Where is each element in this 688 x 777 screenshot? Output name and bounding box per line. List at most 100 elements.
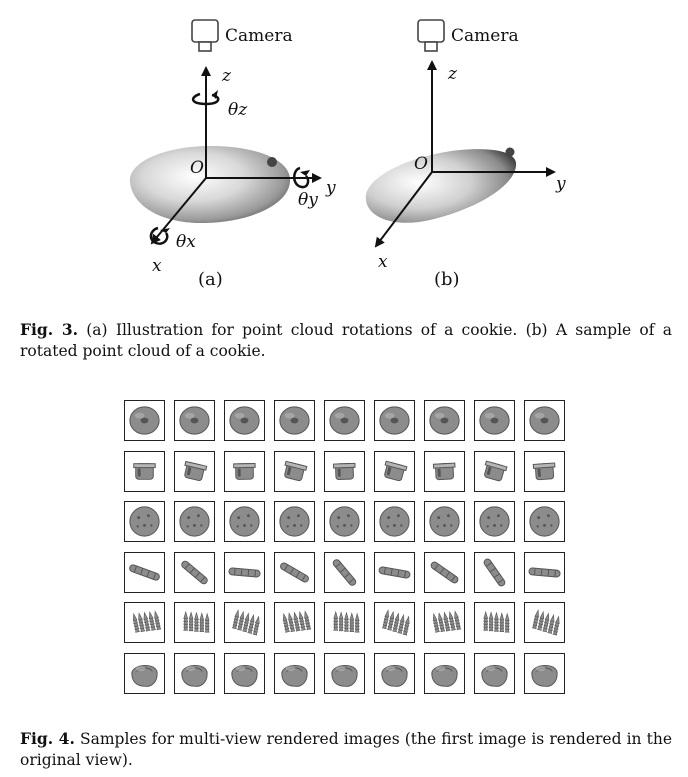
donut-thumbnail-icon <box>379 406 410 435</box>
cookie-thumbnail-icon <box>279 506 310 537</box>
rendered-view-stick-7 <box>424 551 465 593</box>
grid-object-thumbnail-icon <box>333 610 360 633</box>
rendered-view-stick-8 <box>474 551 515 593</box>
donut-thumbnail-icon <box>479 406 510 435</box>
axis-z-label: z <box>222 66 231 86</box>
grid-object-thumbnail-icon <box>231 609 260 636</box>
rendered-view-stick-1 <box>124 551 165 593</box>
figure-4-caption-prefix: Fig. 4. <box>20 729 75 748</box>
rendered-view-grid-object-6 <box>374 602 415 643</box>
figure-3-diagram <box>129 19 556 248</box>
stick-thumbnail-icon <box>528 567 561 577</box>
axis-x-label: x <box>152 256 162 276</box>
bun-thumbnail-icon <box>431 664 458 687</box>
figure-3-caption-text: (a) Illustration for point cloud rotatio… <box>20 321 672 360</box>
rendered-view-cup-3 <box>224 450 265 492</box>
origin-label: O <box>190 158 204 178</box>
rendered-view-grid-object-1 <box>124 602 165 643</box>
cup-thumbnail-icon <box>432 462 456 480</box>
donut-thumbnail-icon <box>529 406 560 435</box>
rendered-view-bun-2 <box>174 652 215 694</box>
figure-3-caption: Fig. 3. (a) Illustration for point cloud… <box>20 319 672 362</box>
cookie-thumbnail-icon <box>179 506 210 537</box>
rendered-view-cup-2 <box>174 450 215 492</box>
rendered-view-cup-4 <box>274 450 315 492</box>
cookie-thumbnail-icon <box>479 506 510 537</box>
cookie-thumbnail-icon <box>329 506 360 537</box>
cup-thumbnail-icon <box>233 462 256 480</box>
theta-x-rotation-icon <box>149 226 169 245</box>
panel-b <box>365 19 556 248</box>
camera-label: Camera <box>451 26 519 46</box>
donut-thumbnail-icon <box>429 406 460 435</box>
rendered-view-donut-6 <box>374 400 415 441</box>
camera-icon <box>191 19 219 52</box>
cup-thumbnail-icon <box>532 461 556 480</box>
axis-y-label: y <box>326 178 336 198</box>
rendered-view-donut-1 <box>124 400 165 441</box>
rendered-view-stick-5 <box>324 551 365 593</box>
grid-object-thumbnail-icon <box>183 610 210 633</box>
stick-thumbnail-icon <box>430 561 459 583</box>
camera-icon <box>417 19 445 52</box>
rendered-view-grid-object-5 <box>324 602 365 643</box>
donut-thumbnail-icon <box>329 406 360 435</box>
axis-x-label: x <box>378 252 388 272</box>
rendered-view-bun-3 <box>224 652 265 694</box>
rendered-view-stick-4 <box>274 551 315 593</box>
grid-object-thumbnail-icon <box>531 609 560 636</box>
rendered-view-grid-object-4 <box>274 602 315 643</box>
rendered-view-stick-6 <box>374 551 415 593</box>
rendered-view-cup-7 <box>424 450 465 492</box>
grid-object-thumbnail-icon <box>483 610 510 633</box>
cookie-thumbnail-icon <box>529 506 560 537</box>
rendered-view-cookie-1 <box>124 501 165 542</box>
bun-thumbnail-icon <box>231 664 258 687</box>
rendered-view-cookie-3 <box>224 501 265 542</box>
rendered-view-cookie-9 <box>524 501 565 542</box>
grid-object-thumbnail-icon <box>282 610 312 633</box>
rendered-view-grid-object-8 <box>474 602 515 643</box>
theta-x-label: θx <box>176 232 196 252</box>
rendered-view-grid-object-2 <box>174 602 215 643</box>
rendered-view-donut-2 <box>174 400 215 441</box>
rendered-view-bun-6 <box>374 652 415 694</box>
rendered-view-grid-object-3 <box>224 602 265 643</box>
subfigure-a-label: (a) <box>198 269 223 290</box>
rendered-view-grid-object-9 <box>524 602 565 643</box>
rendered-view-cookie-5 <box>324 501 365 542</box>
bun-thumbnail-icon <box>181 664 208 687</box>
rendered-view-cup-8 <box>474 450 515 492</box>
subfigure-b-label: (b) <box>434 269 460 290</box>
camera-label: Camera <box>225 26 293 46</box>
bun-thumbnail-icon <box>281 664 308 687</box>
rendered-view-bun-8 <box>474 652 515 694</box>
bun-thumbnail-icon <box>331 664 358 687</box>
rendered-view-stick-2 <box>174 551 215 593</box>
rendered-view-bun-5 <box>324 652 365 694</box>
rendered-view-cookie-8 <box>474 501 515 542</box>
rendered-view-cookie-2 <box>174 501 215 542</box>
cup-thumbnail-icon <box>184 460 208 481</box>
stick-thumbnail-icon <box>378 565 411 579</box>
bun-thumbnail-icon <box>381 664 408 687</box>
cup-thumbnail-icon <box>484 459 508 481</box>
rendered-view-bun-7 <box>424 652 465 694</box>
donut-thumbnail-icon <box>179 406 210 435</box>
stick-thumbnail-icon <box>280 562 309 582</box>
rendered-view-donut-3 <box>224 400 265 441</box>
origin-label: O <box>414 154 428 174</box>
rendered-view-grid-object-7 <box>424 602 465 643</box>
rendered-view-bun-1 <box>124 652 165 694</box>
rendered-view-cup-5 <box>324 450 365 492</box>
cup-thumbnail-icon <box>284 460 308 481</box>
rendered-view-donut-4 <box>274 400 315 441</box>
rendered-view-donut-8 <box>474 400 515 441</box>
rotated-cookie-point-cloud <box>365 149 517 223</box>
rendered-view-donut-5 <box>324 400 365 441</box>
rendered-view-donut-7 <box>424 400 465 441</box>
cup-thumbnail-icon <box>133 462 156 480</box>
donut-thumbnail-icon <box>229 406 260 435</box>
rendered-view-cookie-7 <box>424 501 465 542</box>
stick-thumbnail-icon <box>228 567 261 577</box>
